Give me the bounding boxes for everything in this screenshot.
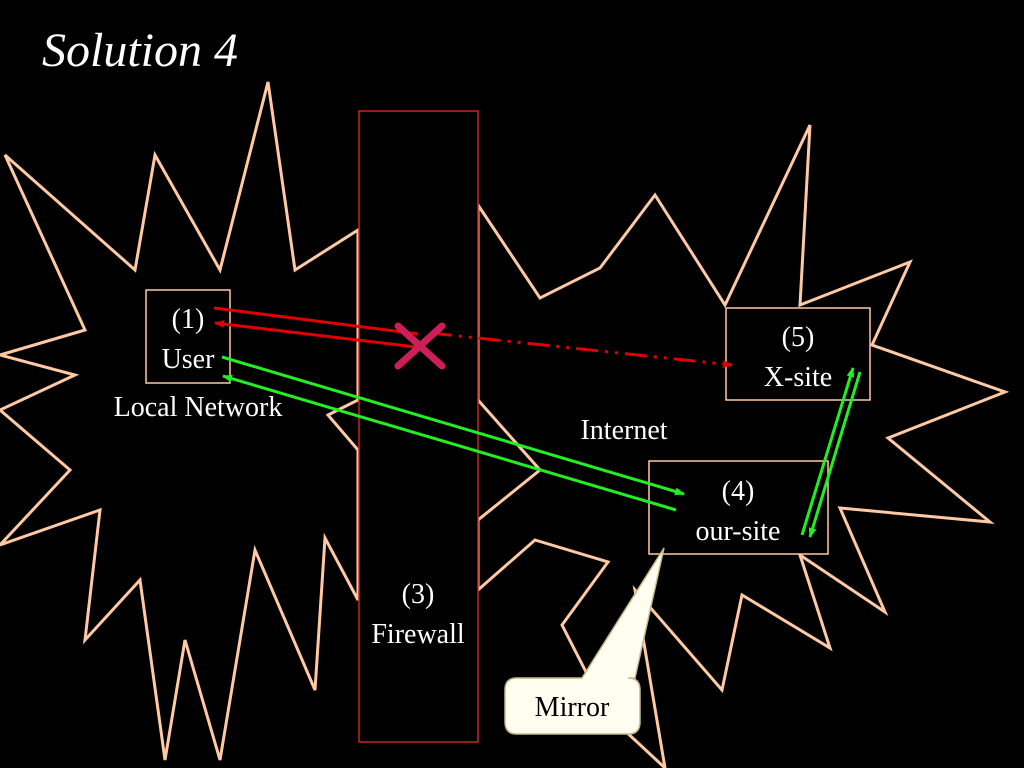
blocked-path-to-x-site	[429, 331, 733, 369]
user-to-our-site-arrow	[221, 355, 685, 496]
mirror-callout	[504, 547, 665, 735]
our-site-to-user-arrow	[222, 374, 677, 512]
mirror-label: Mirror	[535, 692, 610, 723]
user-box	[145, 289, 231, 384]
slide-title: Solution 4	[42, 24, 238, 77]
x-site-to-our-site-arrow	[808, 371, 862, 538]
our-site-number: (4)	[722, 476, 755, 507]
firewall-number: (3)	[402, 579, 435, 610]
our-site-to-x-site-arrow	[800, 367, 855, 536]
firewall-label: Firewall	[371, 619, 465, 650]
x-site-label: X-site	[764, 362, 832, 393]
local-network-cloud	[0, 81, 360, 761]
x-site-box	[725, 307, 871, 401]
blocked-response-arrow	[214, 320, 425, 350]
internet-cloud	[476, 124, 1010, 768]
our-site-label: our-site	[696, 516, 781, 547]
x-site-number: (5)	[782, 322, 815, 353]
our-site-box	[648, 460, 829, 555]
blocked-request-arrow	[213, 306, 419, 336]
internet-label: Internet	[580, 415, 667, 446]
blocked-x-icon	[394, 322, 446, 370]
user-number: (1)	[172, 304, 205, 335]
user-label: User	[162, 344, 216, 375]
local-network-label: Local Network	[114, 392, 283, 423]
